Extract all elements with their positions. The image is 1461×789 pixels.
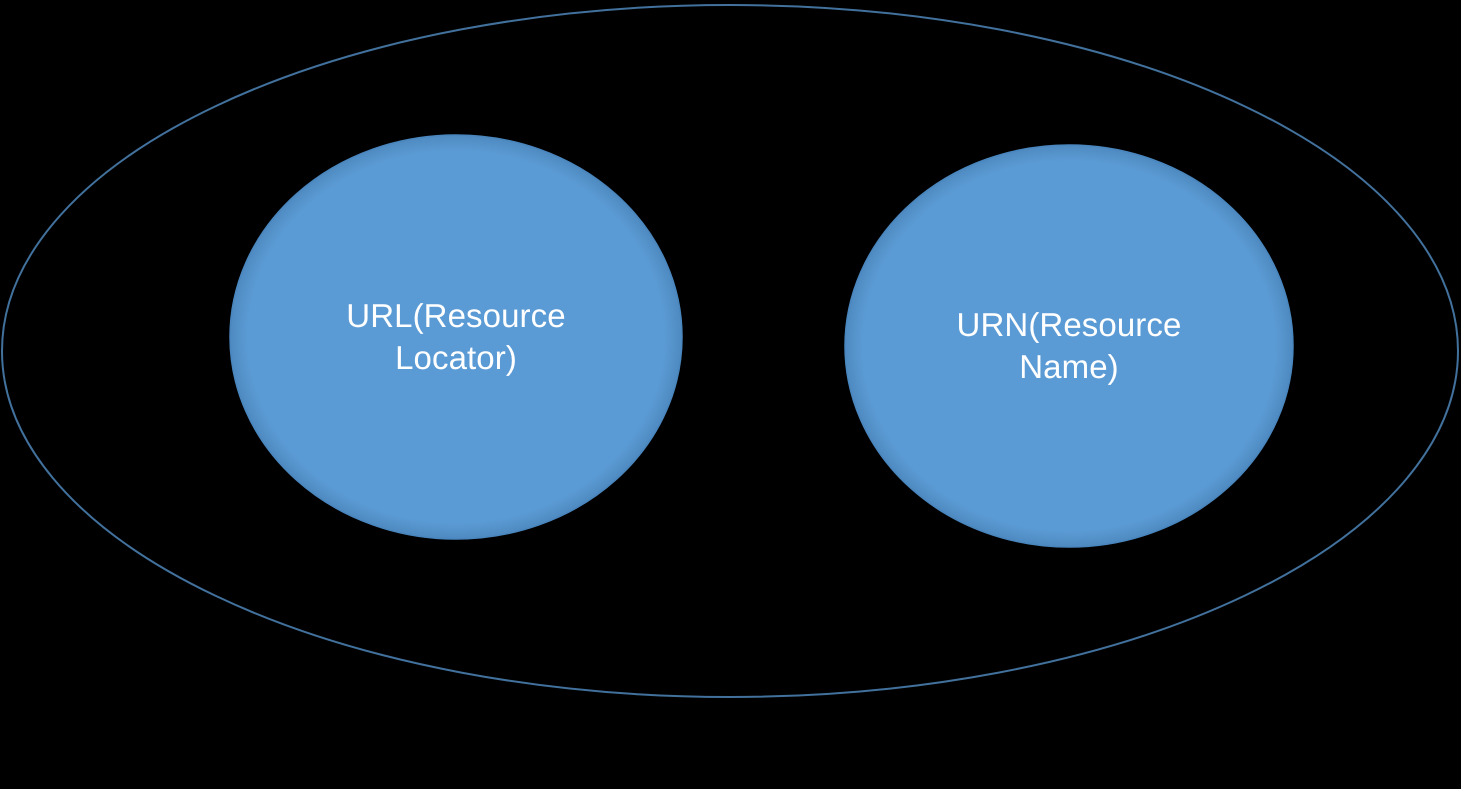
outer-ellipse-boundary bbox=[1, 4, 1459, 698]
circle-urn[interactable] bbox=[844, 144, 1294, 548]
circle-url[interactable] bbox=[229, 134, 683, 540]
